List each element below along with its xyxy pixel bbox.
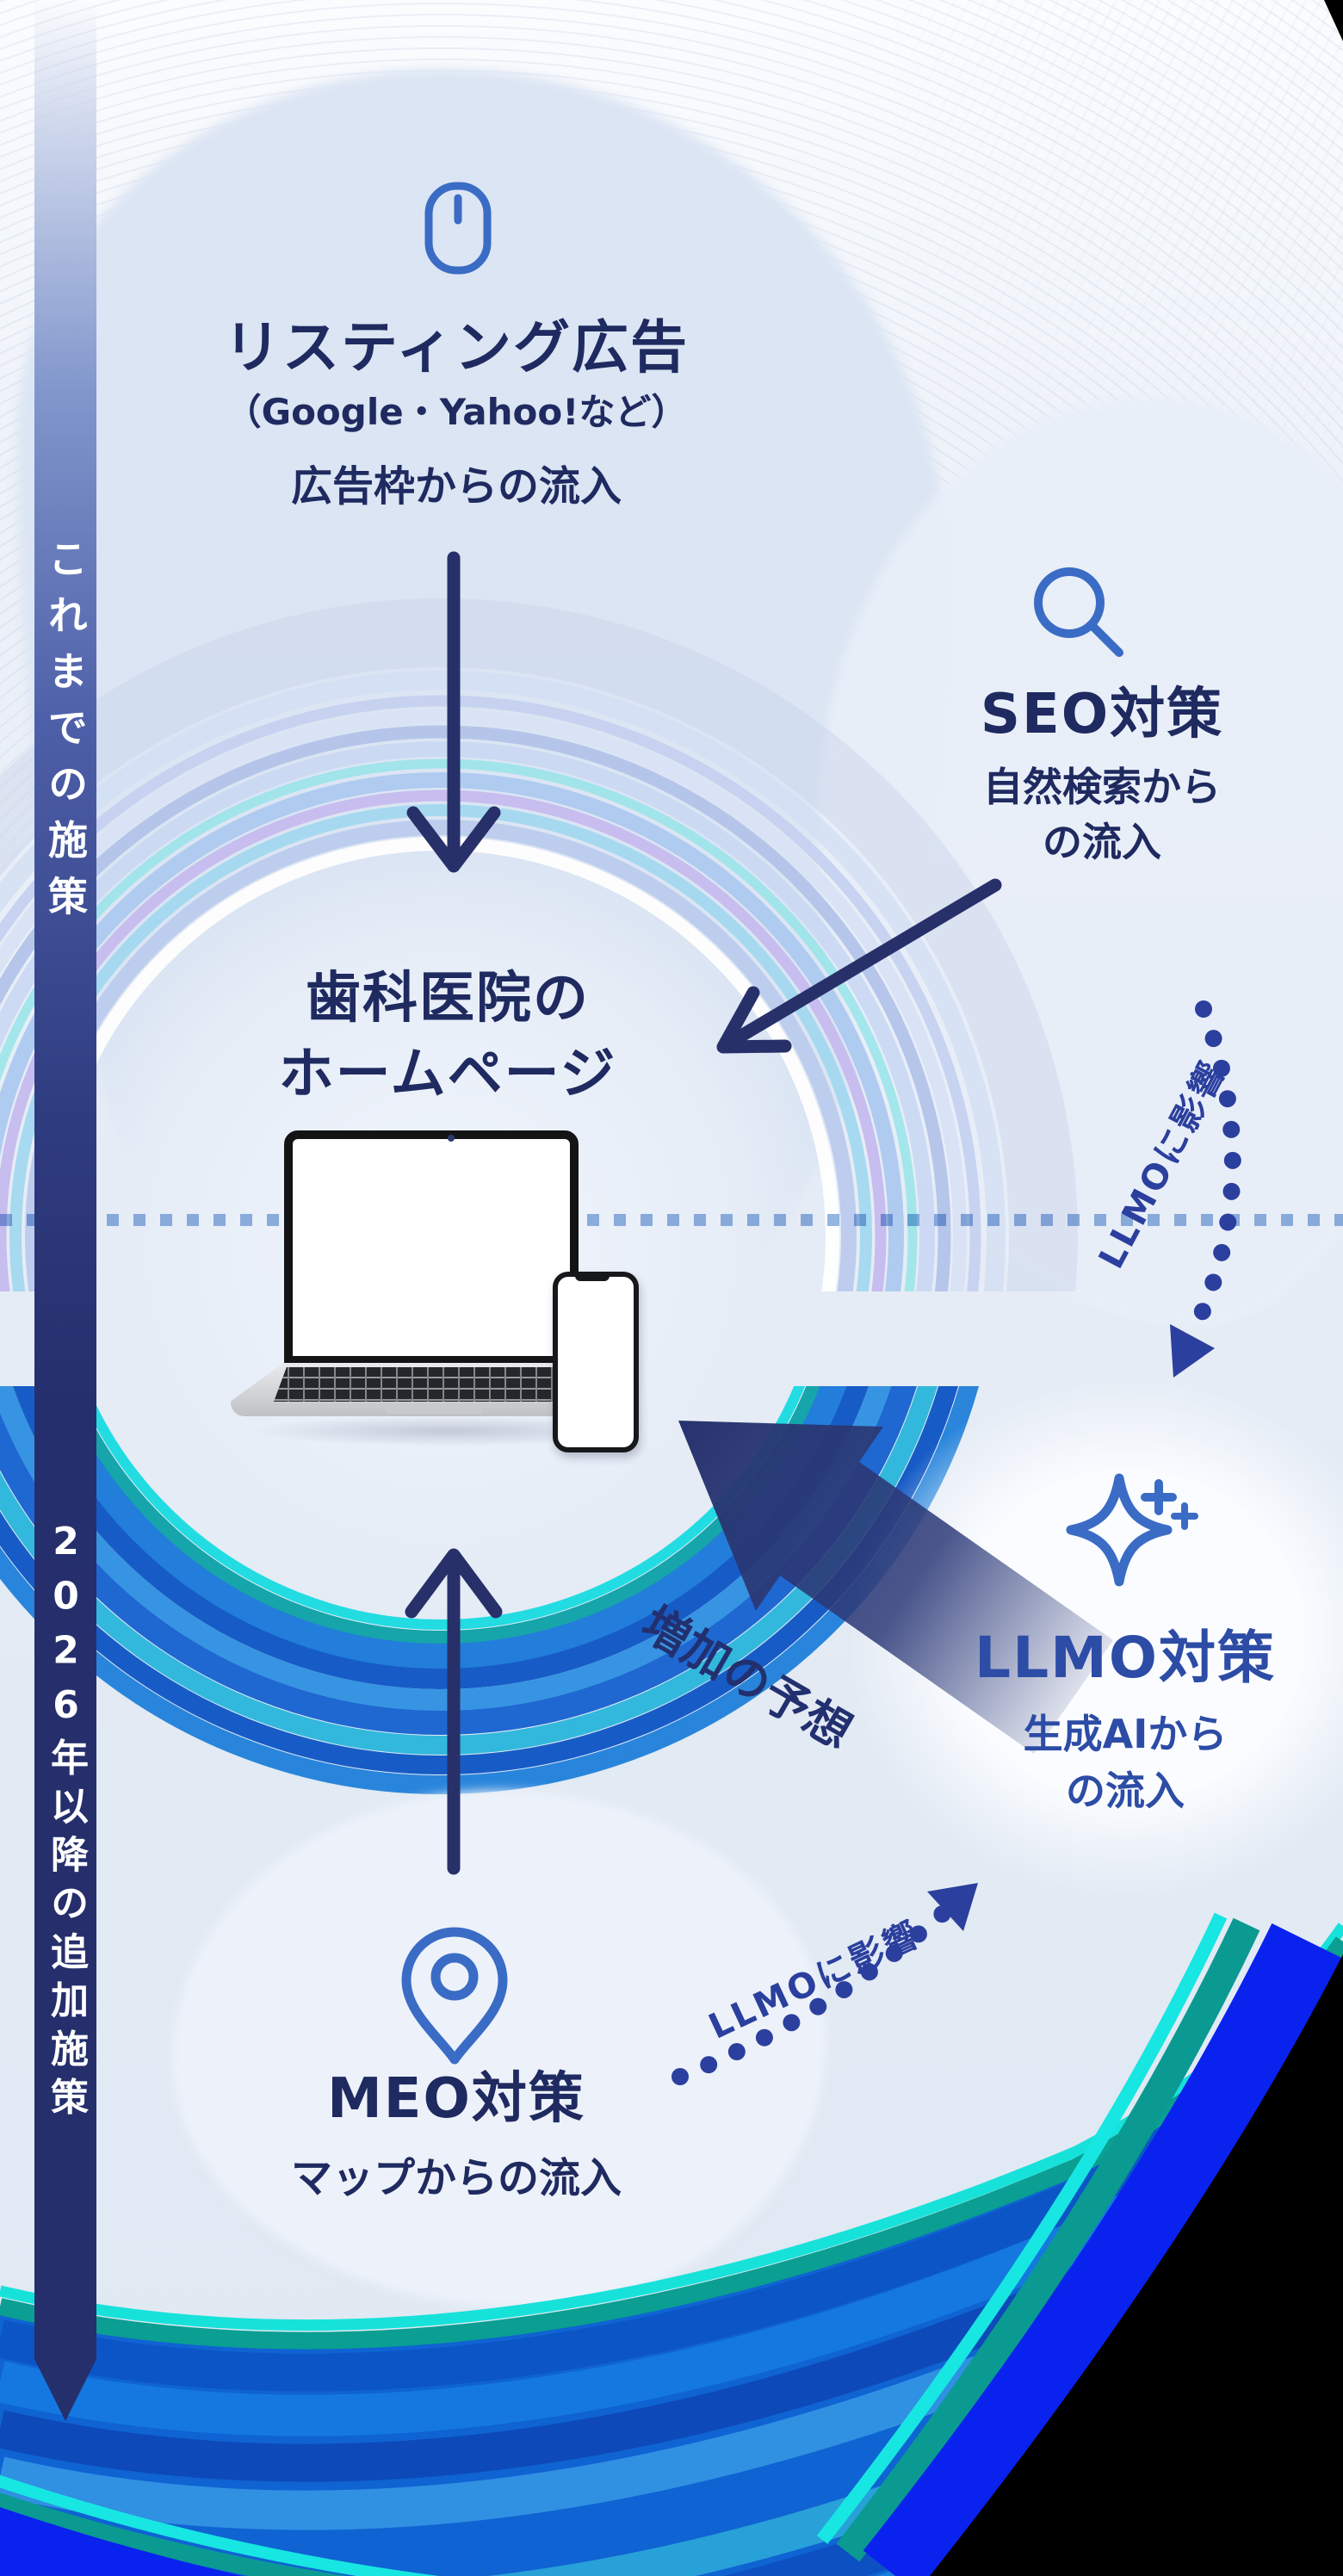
seo-title: SEO対策 — [980, 683, 1224, 746]
laptop-camera-dot — [448, 1135, 455, 1142]
llmo-description-line1: 生成AIから — [1023, 1711, 1228, 1757]
ribbon-bottom-label: 2026年以降の追加施策 — [44, 1520, 88, 2126]
listing-title: リスティング広告 — [223, 314, 690, 381]
listing-description: 広告枠からの流入 — [290, 462, 622, 511]
listing-subtitle: （Google・Yahoo!など） — [225, 391, 688, 433]
sparkle-icon — [1066, 1473, 1198, 1587]
map-pin-icon — [401, 1927, 508, 2065]
ribbon-top-label: これまでの施策 — [42, 538, 89, 932]
seo-description-line2: の流入 — [1043, 819, 1161, 865]
homepage-title-line2: ホームページ — [278, 1043, 617, 1106]
smartphone-notch — [575, 1273, 610, 1281]
timeline-ribbon — [34, 0, 96, 2421]
meo-title: MEO対策 — [327, 2067, 585, 2131]
llmo-title: LLMO対策 — [975, 1625, 1276, 1691]
laptop-keys — [274, 1367, 594, 1402]
smartphone-illustration — [553, 1272, 639, 1452]
seo-description-line1: 自然検索から — [983, 764, 1221, 810]
meo-description: マップからの流入 — [290, 2154, 622, 2202]
laptop-trackpad — [386, 1405, 482, 1414]
search-icon — [1034, 567, 1123, 657]
homepage-title-line1: 歯科医院の — [306, 967, 590, 1031]
arrow-seo-to-homepage — [721, 878, 1002, 1050]
mouse-icon — [424, 182, 492, 275]
dotted-arc-meo-to-llmo — [672, 1903, 954, 2085]
laptop-illustration — [284, 1130, 579, 1365]
increase-arrow — [678, 1421, 1113, 1754]
meo-background-blob — [172, 1791, 826, 2307]
llmo-description-line2: の流入 — [1066, 1768, 1185, 1814]
